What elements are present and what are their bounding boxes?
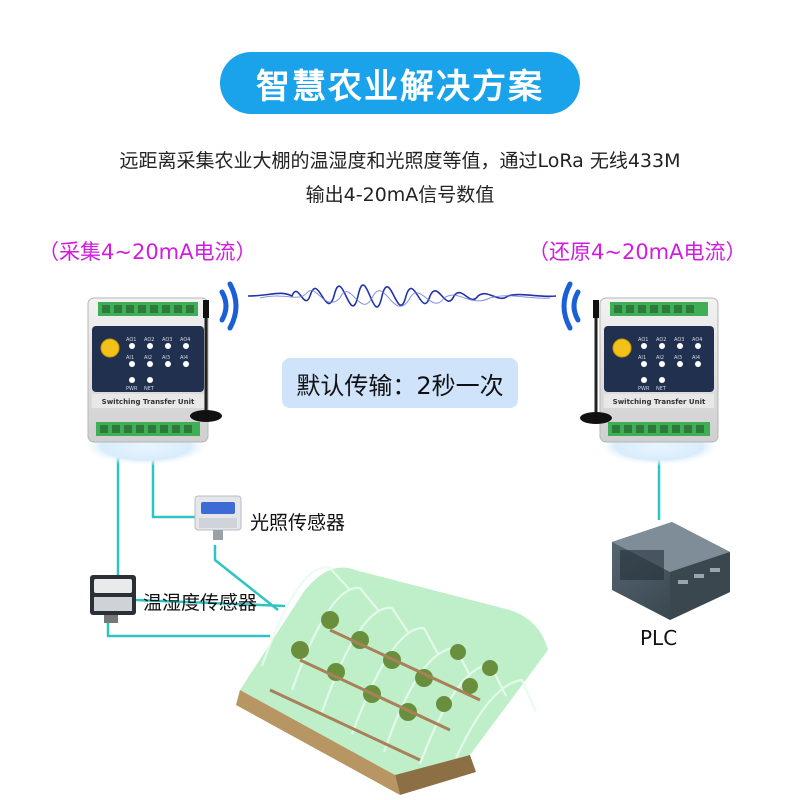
description-line-1: 远距离采集农业大棚的温湿度和光照度等值，通过LoRa 无线433M <box>119 150 681 172</box>
left-antenna <box>190 300 222 422</box>
light-sensor <box>194 495 242 540</box>
plc-label: PLC <box>640 626 678 650</box>
led-label: PWR <box>638 386 650 392</box>
device-name: Switching Transfer Unit <box>613 398 706 406</box>
wire-light-sensor-to-greenhouse <box>213 545 279 611</box>
temp-sensor-label: 温湿度传感器 <box>143 592 258 614</box>
led-label: AI2 <box>656 355 664 361</box>
led-label: AI1 <box>126 355 134 361</box>
led-label: AO1 <box>638 337 648 343</box>
plc-device <box>612 522 730 620</box>
left-device-caption: （采集4~20mA电流） <box>38 240 257 264</box>
page-title: 智慧农业解决方案 <box>220 52 580 114</box>
device-name: Switching Transfer Unit <box>102 398 195 406</box>
wiring <box>106 458 661 638</box>
transmission-interval-badge: 默认传输：2秒一次 <box>282 358 518 408</box>
led-label: AI3 <box>674 355 682 361</box>
led-label: AI4 <box>692 355 700 361</box>
led-label: AO3 <box>674 337 684 343</box>
greenhouse <box>236 566 548 795</box>
right-module: AO1 AO2 AO3 AO4 AI1 AI2 AI3 AI4 PWR NET … <box>599 297 719 443</box>
led-label: NET <box>656 386 667 392</box>
radio-wave-echo <box>259 290 551 307</box>
led-label: AI2 <box>144 355 152 361</box>
right-device-caption: （还原4~20mA电流） <box>528 240 747 264</box>
description-line-2: 输出4-20mA信号数值 <box>305 184 495 206</box>
led-label: AI3 <box>162 355 170 361</box>
left-signal-icon <box>219 281 239 331</box>
temp-humidity-sensor <box>90 575 136 623</box>
led-label: AO2 <box>656 337 666 343</box>
right-signal-icon <box>561 281 581 331</box>
led-label: AO3 <box>162 337 172 343</box>
wire-temp-sensor-down <box>106 622 270 638</box>
wire-temp-sensor-to-greenhouse <box>134 598 286 608</box>
radio-wave <box>247 284 557 308</box>
led-label: NET <box>144 386 155 392</box>
led-label: AI1 <box>638 355 646 361</box>
led-label: AO2 <box>144 337 154 343</box>
light-sensor-label: 光照传感器 <box>250 512 346 534</box>
wire-to-light-sensor <box>151 458 195 519</box>
led-label: AO1 <box>126 337 136 343</box>
led-label: PWR <box>126 386 138 392</box>
left-module: AO1 AO2 AO3 AO4 AI1 AI2 AI3 AI4 PWR NET … <box>87 297 209 443</box>
led-label: AO4 <box>180 337 190 343</box>
right-antenna <box>580 300 612 424</box>
led-label: AO4 <box>692 337 702 343</box>
led-label: AI4 <box>180 355 188 361</box>
